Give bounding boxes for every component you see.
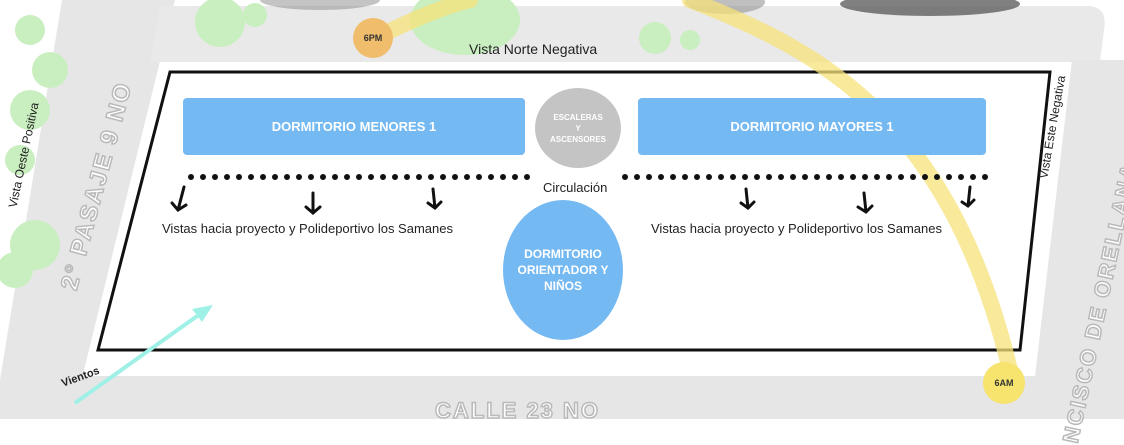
circulation-dot bbox=[284, 174, 290, 180]
circulation-dot bbox=[898, 174, 904, 180]
view-arrow bbox=[960, 185, 976, 208]
circulation-dot bbox=[886, 174, 892, 180]
circulation-dot bbox=[838, 174, 844, 180]
circulation-dot bbox=[754, 174, 760, 180]
circulation-dot bbox=[308, 174, 314, 180]
orientador-line-3: NIÑOS bbox=[543, 279, 582, 293]
view-arrow bbox=[170, 185, 188, 212]
circulation-dot bbox=[910, 174, 916, 180]
sun-6pm-marker: 6PM bbox=[353, 18, 393, 58]
circulation-dot bbox=[368, 174, 374, 180]
circulation-dot bbox=[682, 174, 688, 180]
circulation-dot bbox=[934, 174, 940, 180]
circulation-dot bbox=[622, 174, 628, 180]
circulation-dot bbox=[850, 174, 856, 180]
circulation-dot bbox=[500, 174, 506, 180]
circulation-dot bbox=[970, 174, 976, 180]
circulation-dot bbox=[392, 174, 398, 180]
circulation-dots bbox=[188, 174, 988, 180]
circulation-dot bbox=[946, 174, 952, 180]
circulation-dot bbox=[248, 174, 254, 180]
view-north-label: Vista Norte Negativa bbox=[469, 41, 598, 57]
circulation-dot bbox=[658, 174, 664, 180]
circulation-dot bbox=[200, 174, 206, 180]
sun-6am-marker: 6AM bbox=[983, 362, 1025, 404]
road-left bbox=[0, 0, 175, 419]
circulation-dot bbox=[260, 174, 266, 180]
circulation-dot bbox=[778, 174, 784, 180]
circulation-dot bbox=[320, 174, 326, 180]
room-mayores: DORMITORIO MAYORES 1 bbox=[638, 98, 986, 155]
circulation-dot bbox=[718, 174, 724, 180]
circulation-dot bbox=[476, 174, 482, 180]
wind-arrow bbox=[73, 305, 213, 405]
circulation-dot bbox=[188, 174, 194, 180]
circulation-dot bbox=[742, 174, 748, 180]
circulation-dot bbox=[452, 174, 458, 180]
view-arrow bbox=[426, 187, 443, 210]
circulation-dot bbox=[874, 174, 880, 180]
circulation-dot bbox=[646, 174, 652, 180]
room-menores: DORMITORIO MENORES 1 bbox=[183, 98, 525, 155]
circulation-dot bbox=[416, 174, 422, 180]
circulation-dot bbox=[212, 174, 218, 180]
circulation-dot bbox=[512, 174, 518, 180]
circulation-dot bbox=[524, 174, 530, 180]
circulation-dot bbox=[488, 174, 494, 180]
view-arrow bbox=[856, 191, 874, 214]
circulation-dot bbox=[922, 174, 928, 180]
circulation-dot bbox=[958, 174, 964, 180]
circulation-dot bbox=[670, 174, 676, 180]
circulation-dot bbox=[862, 174, 868, 180]
circulation-dot bbox=[814, 174, 820, 180]
views-left-label: Vistas hacia proyecto y Polideportivo lo… bbox=[162, 221, 453, 236]
view-arrows bbox=[170, 185, 976, 215]
circulation-dot bbox=[790, 174, 796, 180]
orientador-line-1: DORMITORIO bbox=[524, 247, 602, 261]
view-arrow bbox=[304, 191, 322, 215]
street-bottom-label: CALLE 23 NO bbox=[434, 397, 601, 424]
circulation-dot bbox=[440, 174, 446, 180]
circulation-dot bbox=[464, 174, 470, 180]
orientador-line-2: ORIENTADOR Y bbox=[517, 263, 609, 277]
circulation-dot bbox=[982, 174, 988, 180]
stairs-line-3: ASCENSORES bbox=[549, 134, 606, 144]
view-arrow bbox=[739, 187, 756, 210]
circulation-dot bbox=[224, 174, 230, 180]
shadow-top-right bbox=[840, 0, 1020, 16]
circulation-dot bbox=[694, 174, 700, 180]
circulation-dot bbox=[236, 174, 242, 180]
circulation-dot bbox=[634, 174, 640, 180]
circulation-dot bbox=[730, 174, 736, 180]
stairs-line-1: ESCALERAS bbox=[553, 112, 603, 122]
circulation-dot bbox=[802, 174, 808, 180]
circulation-label: Circulación bbox=[543, 180, 608, 195]
circulation-dot bbox=[428, 174, 434, 180]
circulation-dot bbox=[766, 174, 772, 180]
circulation-dot bbox=[380, 174, 386, 180]
views-right-label: Vistas hacia proyecto y Polideportivo lo… bbox=[651, 221, 942, 236]
circulation-dot bbox=[344, 174, 350, 180]
stairs-elevators: ESCALERAS Y ASCENSORES bbox=[535, 88, 621, 168]
circulation-dot bbox=[272, 174, 278, 180]
circulation-dot bbox=[706, 174, 712, 180]
shadow-top-left bbox=[260, 0, 380, 10]
circulation-dot bbox=[404, 174, 410, 180]
circulation-dot bbox=[296, 174, 302, 180]
road-bottom bbox=[20, 376, 1060, 419]
circulation-dot bbox=[826, 174, 832, 180]
room-orientador: DORMITORIO ORIENTADOR Y NIÑOS bbox=[503, 200, 623, 340]
road-right bbox=[1030, 60, 1124, 419]
circulation-dot bbox=[356, 174, 362, 180]
circulation-dot bbox=[332, 174, 338, 180]
stairs-line-2: Y bbox=[575, 123, 581, 133]
